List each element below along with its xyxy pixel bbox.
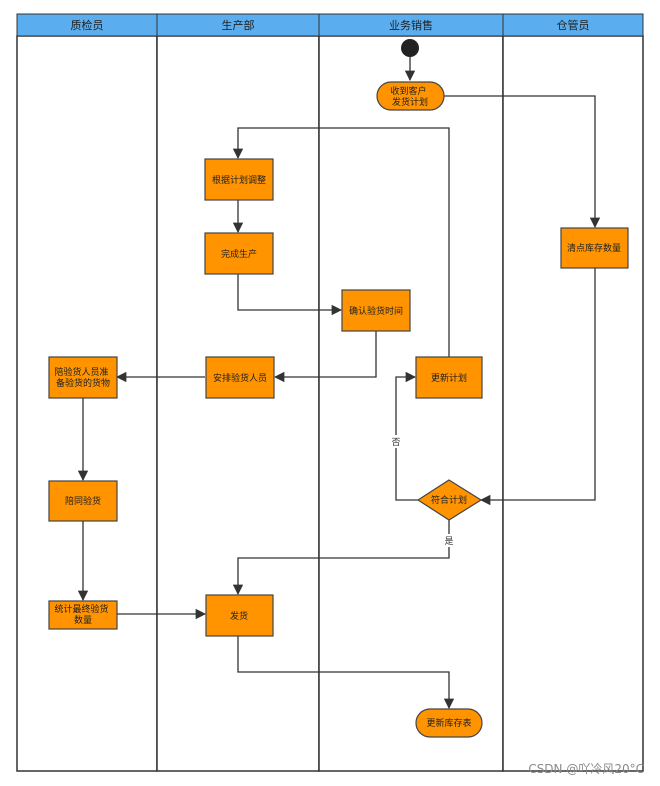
edge-label-yes-bg <box>443 534 455 547</box>
edge-confirm-to-arrange <box>273 331 377 383</box>
node-receive-shape <box>376 81 445 111</box>
start-node <box>401 39 419 57</box>
nodes: 收到客户 发货计划 根据计划调整 完成生产 确认验货时间 清点库存数量 安排验货… <box>48 39 629 738</box>
node-decision-text: 符合计划 <box>431 494 467 506</box>
node-tally-line-1: 统计最终验货 <box>55 603 109 615</box>
edge-receive-to-count <box>444 95 601 229</box>
node-adjust-text: 根据计划调整 <box>212 174 266 186</box>
lane-qc-body <box>16 35 158 772</box>
node-update-plan-text: 更新计划 <box>431 372 467 384</box>
node-accompany-prep-line-1: 陪验货人员准 <box>55 366 109 378</box>
node-confirm-time-text: 确认验货时间 <box>349 305 403 317</box>
node-tally-line-2: 数量 <box>74 614 92 626</box>
node-accompany-prep-shape <box>48 356 118 399</box>
node-update-plan-shape <box>415 356 483 399</box>
edge-update-to-adjust <box>232 127 450 357</box>
node-ship-text: 发货 <box>230 610 248 622</box>
edge-count-to-decision <box>479 268 596 506</box>
node-tally-shape <box>48 600 118 630</box>
lane-warehouse-body <box>502 35 644 772</box>
node-complete-text: 完成生产 <box>221 248 257 260</box>
lane-warehouse-title: 仓管员 <box>557 18 590 32</box>
edge-label-no-bg <box>390 435 402 448</box>
edge-label-no: 否 <box>391 437 400 448</box>
node-tally-text: 统计最终验货 数量 <box>55 603 112 626</box>
edge-label-yes: 是 <box>444 536 453 547</box>
node-arrange-text: 安排验货人员 <box>213 372 267 384</box>
node-accompany-text: 陪同验货 <box>65 495 101 507</box>
node-receive-line-1: 收到客户 <box>391 85 427 97</box>
edge-ship-to-update-stock <box>237 636 455 710</box>
watermark: CSDN @吖冷风20°C <box>528 762 644 776</box>
node-adjust-shape <box>204 158 274 201</box>
lane-sales-title: 业务销售 <box>389 18 433 32</box>
lane-qc-title: 质检员 <box>71 18 104 32</box>
lane-production-title: 生产部 <box>222 18 255 32</box>
lane-warehouse-header <box>502 13 644 37</box>
node-receive-text: 收到客户 发货计划 <box>391 85 430 108</box>
lane-sales-body <box>318 35 504 772</box>
node-update-stock-shape <box>415 708 483 738</box>
node-ship-shape <box>205 594 274 637</box>
node-decision-shape <box>416 479 483 521</box>
node-count-stock-shape <box>560 227 629 269</box>
node-update-stock-text: 更新库存表 <box>426 717 471 729</box>
node-arrange-shape <box>205 356 275 399</box>
edge-labels: 否 是 <box>390 435 455 547</box>
node-accompany-shape <box>48 480 118 522</box>
node-receive-line-2: 发货计划 <box>392 96 428 108</box>
node-confirm-time-shape <box>341 289 411 332</box>
edge-complete-to-confirm <box>237 274 343 316</box>
node-complete-shape <box>204 232 274 275</box>
node-accompany-prep-line-2: 备验货的货物 <box>56 377 110 389</box>
node-accompany-prep-text: 陪验货人员准 备验货的货物 <box>55 366 112 389</box>
node-count-stock-text: 清点库存数量 <box>567 242 621 254</box>
edges <box>77 57 601 710</box>
